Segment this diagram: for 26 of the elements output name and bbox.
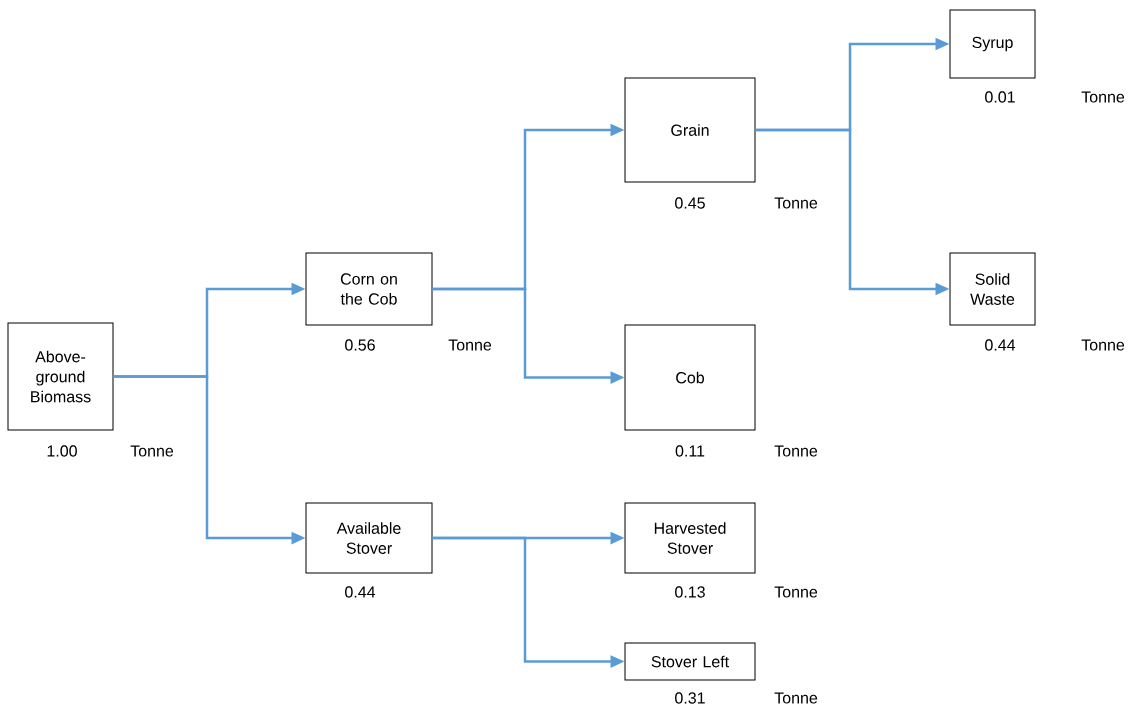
value-label: 0.44 xyxy=(985,339,1016,351)
value-label: Tonne xyxy=(448,339,492,351)
value-label: Tonne xyxy=(774,197,818,209)
value-label: Tonne xyxy=(1081,91,1125,103)
value-label: Tonne xyxy=(1081,339,1125,351)
process-box: Cob xyxy=(624,324,756,431)
value-label: 0.01 xyxy=(985,91,1015,103)
value-label: 0.13 xyxy=(675,586,705,598)
value-label: 1.00 xyxy=(47,445,77,457)
value-label: 0.45 xyxy=(675,197,705,209)
process-box: Above-ground Biomass xyxy=(7,322,114,431)
process-box: Available Stover xyxy=(305,502,433,574)
process-box: Syrup xyxy=(949,9,1036,79)
value-label: Tonne xyxy=(130,445,174,457)
value-label: 0.44 xyxy=(345,586,376,598)
process-box: Grain xyxy=(624,77,756,183)
value-label: 0.56 xyxy=(345,339,375,351)
process-box: Stover Left xyxy=(624,642,756,681)
process-box: Solid Waste xyxy=(949,252,1036,326)
process-box: Harvested Stover xyxy=(624,502,756,574)
value-label: Tonne xyxy=(774,692,818,704)
value-label: Tonne xyxy=(774,586,818,598)
process-box: Corn on the Cob xyxy=(305,252,433,326)
value-label: Tonne xyxy=(774,445,818,457)
value-label: 0.31 xyxy=(675,692,705,704)
value-label: 0.11 xyxy=(675,445,705,457)
